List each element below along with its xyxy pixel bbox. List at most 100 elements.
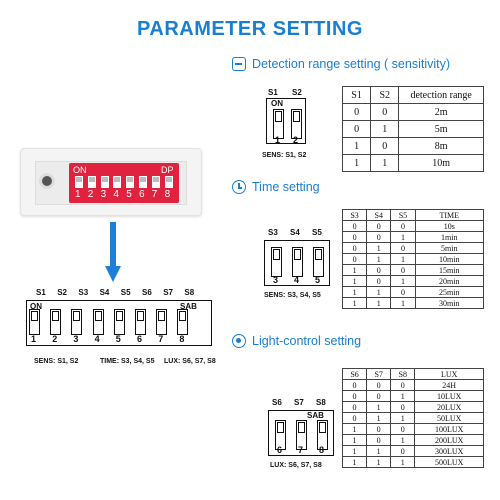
dip-slot [100, 176, 109, 188]
dip-slot [113, 176, 122, 188]
dip-slot [75, 176, 83, 188]
switch-slot [156, 309, 168, 335]
switch-number: 6 [137, 334, 143, 344]
table-cell: 0 [370, 137, 400, 155]
light-switch-label-s8: S8 [316, 398, 326, 407]
ruler-icon [232, 57, 246, 71]
table-cell: 20min [414, 275, 485, 287]
switch-number: 1 [275, 135, 281, 145]
table-cell: 24H [414, 379, 484, 391]
dip-number: 6 [139, 189, 145, 200]
table-cell: 1min [414, 231, 485, 243]
switch-slot [296, 420, 307, 450]
table-cell: 25min [414, 286, 485, 298]
table-cell: 0 [390, 445, 416, 457]
table-cell: 20LUX [414, 401, 484, 413]
table-cell: 0 [341, 379, 368, 391]
switch-slot [50, 309, 62, 335]
time-switch-label-s5: S5 [312, 228, 322, 237]
table-cell: 10min [414, 253, 485, 265]
table-header-cell: LUX [414, 368, 484, 380]
table-cell: 0 [390, 401, 416, 413]
table-cell: 0 [341, 120, 372, 138]
switch-slot [92, 309, 104, 335]
switch-slot [71, 309, 83, 335]
table-cell: 1 [366, 412, 392, 424]
dip-number: 5 [126, 189, 132, 200]
main-on-label: ON [30, 302, 42, 311]
table-header-cell: S4 [366, 209, 392, 221]
switch-slot [113, 309, 125, 335]
switch-number: 4 [94, 334, 100, 344]
table-cell: 10s [414, 220, 485, 232]
table-cell: 1 [366, 253, 392, 265]
switch-number: 5 [115, 334, 121, 344]
switch-slot [273, 109, 284, 139]
table-cell: 1 [390, 434, 416, 446]
dip-dp-label: DP [161, 165, 174, 175]
main-switch-label: S2 [57, 288, 67, 297]
time-title-text: Time setting [252, 180, 320, 194]
table-cell: 1 [390, 390, 416, 402]
table-cell: 0 [341, 231, 368, 243]
light-switch-body: SAB 6 7 8 [268, 410, 334, 456]
table-cell: 1 [341, 264, 368, 276]
detection-switch-body: ON 1 2 [266, 98, 306, 145]
time-switch-diagram: S3 S4 S5 3 4 5 SENS: S3, S4, S5 [256, 228, 336, 304]
table-cell: 1 [341, 434, 368, 446]
table-header-cell: S1 [341, 86, 372, 104]
detection-switch-label-s2: S2 [292, 88, 302, 97]
switch-slot [135, 309, 146, 335]
table-cell: 0 [366, 231, 392, 243]
light-section-title: Light-control setting [232, 334, 361, 348]
table-cell: 1 [366, 401, 392, 413]
time-switch-label-s3: S3 [268, 228, 278, 237]
dip-slot [151, 176, 160, 188]
light-title-text: Light-control setting [252, 334, 362, 348]
main-switch-label: S5 [120, 288, 131, 297]
table-cell: 15min [414, 264, 485, 276]
table-cell: 1 [341, 423, 368, 435]
table-cell: 1 [341, 456, 368, 468]
dip-number: 7 [151, 189, 158, 200]
table-header-cell: S7 [366, 368, 392, 380]
switch-slot [292, 247, 303, 277]
light-switch-label-s7: S7 [294, 398, 304, 407]
table-header-cell: S5 [390, 209, 416, 221]
table-cell: 0 [390, 242, 416, 254]
detection-switch-label-s1: S1 [268, 88, 278, 97]
table-cell: 0 [390, 220, 416, 232]
switch-number: 7 [298, 445, 304, 455]
main-switch-label: S1 [36, 288, 46, 297]
switch-slot [317, 420, 328, 450]
time-section-title: Time setting [232, 180, 320, 194]
device-knob-icon [39, 173, 55, 189]
table-cell: 0 [390, 423, 416, 435]
main-caption-sens: SENS: S1, S2 [34, 358, 79, 365]
dip-slot [139, 176, 147, 188]
table-cell: 5min [414, 242, 485, 254]
table-header-cell: S2 [370, 86, 400, 104]
table-cell: 0 [366, 264, 392, 276]
dip-number: 3 [100, 189, 107, 200]
table-cell: 5m [398, 120, 484, 138]
detection-switch-diagram: S1 S2 ON 1 2 SENS: S1, S2 [262, 88, 322, 164]
table-cell: 1 [366, 456, 392, 468]
switch-number: 7 [158, 334, 164, 344]
switch-number: 4 [294, 275, 300, 285]
table-header-cell: S8 [390, 368, 416, 380]
table-header-cell: S3 [341, 209, 368, 221]
switch-number: 2 [52, 334, 58, 344]
detection-section-title: Detection range setting ( sensitivity) [232, 57, 450, 71]
